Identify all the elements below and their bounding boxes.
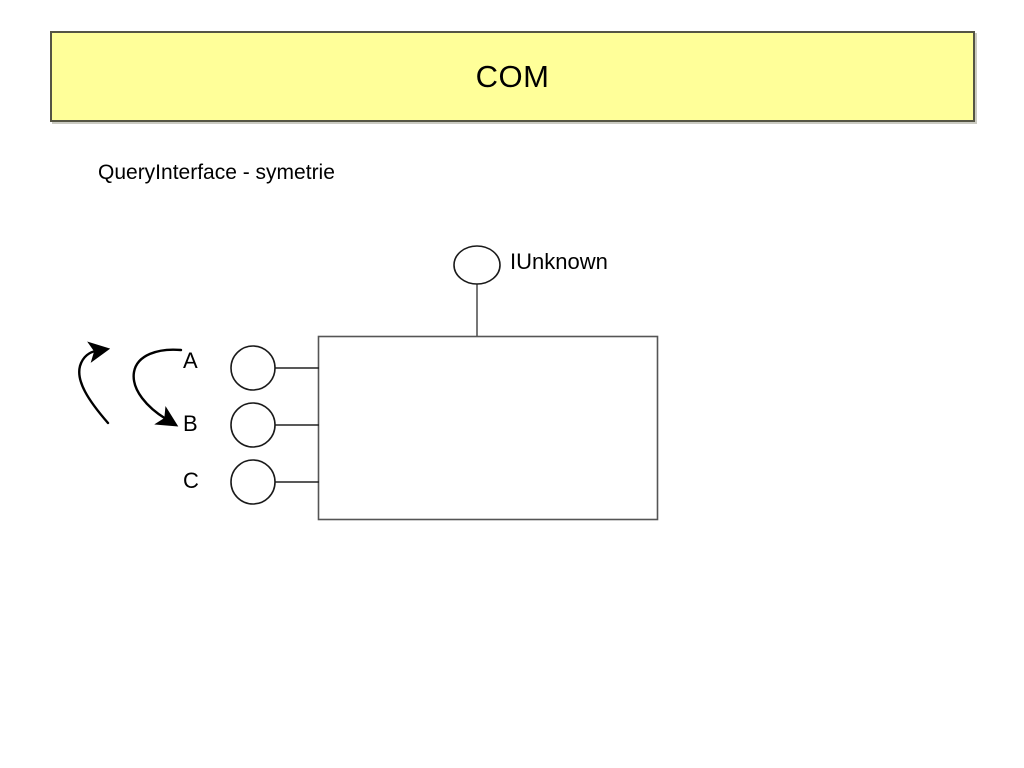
interface-c-label: C [183, 468, 199, 493]
interface-a-circle [230, 345, 276, 391]
arrow-up-left-icon [78, 341, 111, 425]
arrow-down-right-icon [132, 348, 183, 427]
interface-b-label: B [183, 411, 198, 436]
interface-a-label: A [183, 348, 198, 373]
interface-b-circle [230, 402, 276, 448]
title-banner: COM [50, 31, 975, 122]
iunknown-label: IUnknown [510, 249, 608, 274]
slide-subtitle: QueryInterface - symetrie [98, 161, 335, 184]
interface-c-circle [230, 459, 276, 505]
component-box [317, 335, 659, 521]
iunknown-circle [453, 245, 501, 285]
slide-title: COM [475, 59, 550, 94]
